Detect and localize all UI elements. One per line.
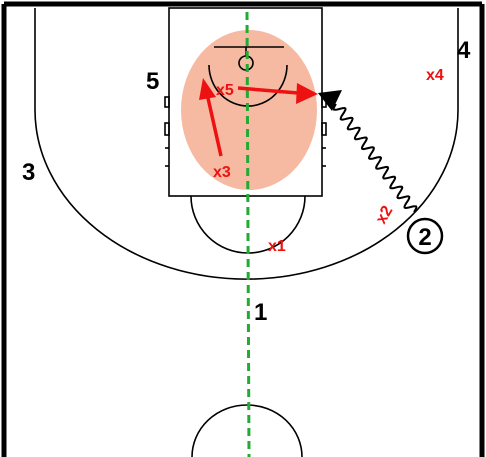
defense-player-x5: x5 xyxy=(216,82,234,99)
defense-player-x2: x2 xyxy=(373,203,397,227)
center-dashed-line xyxy=(245,11,251,457)
defense-player-x3: x3 xyxy=(213,164,231,181)
offense-player-1: 1 xyxy=(254,299,267,326)
x3-cut-arrow xyxy=(199,78,223,157)
offense-player-5: 5 xyxy=(146,68,159,95)
three-point-line xyxy=(34,8,459,280)
dribble-path xyxy=(318,90,418,213)
offense-player-2: 2 xyxy=(418,224,431,251)
x5-slide-arrow xyxy=(237,83,318,104)
offense-player-4: 4 xyxy=(457,37,471,64)
center-circle xyxy=(191,404,303,457)
shaded-paint-area xyxy=(181,30,317,190)
ball-handler-circle xyxy=(406,217,444,255)
defense-player-x1: x1 xyxy=(268,238,286,255)
defense-player-x4: x4 xyxy=(426,67,444,84)
offense-player-3: 3 xyxy=(22,159,35,186)
